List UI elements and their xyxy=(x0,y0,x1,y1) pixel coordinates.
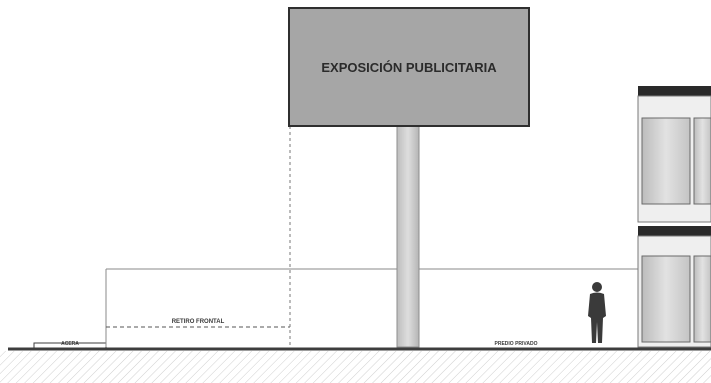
predio-privado-label: PREDIO PRIVADO xyxy=(495,341,538,347)
person-figure xyxy=(588,282,606,343)
building-mid-band xyxy=(638,226,711,236)
billboard-title: EXPOSICIÓN PUBLICITARIA xyxy=(321,60,497,75)
billboard-panel xyxy=(288,7,530,127)
building-lower-window-left xyxy=(641,255,691,343)
ground-hatch xyxy=(0,351,711,383)
building-upper-window-left xyxy=(641,117,691,205)
billboard-pole xyxy=(396,125,420,348)
building-lower-window-right xyxy=(693,255,711,343)
acera-label: ACERA xyxy=(61,341,79,347)
building-roof-band xyxy=(638,86,711,96)
retiro-frontal-label: RETIRO FRONTAL xyxy=(172,319,225,325)
building xyxy=(637,86,711,348)
building-upper-window-right xyxy=(693,117,711,205)
